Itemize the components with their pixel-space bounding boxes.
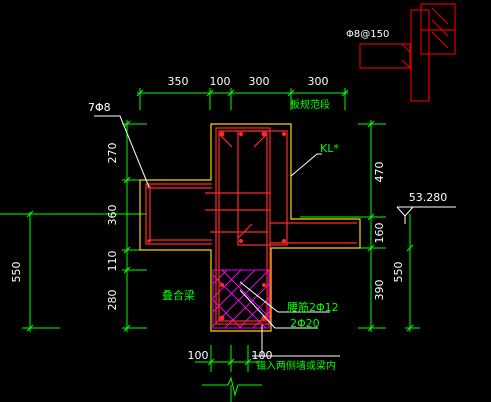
elevation-value: 53.280 (409, 191, 448, 204)
bottom-dim-100b: 100 (252, 349, 273, 362)
detail-stirrup-label: Φ8@150 (346, 29, 389, 40)
left-dim-110: 110 (106, 251, 119, 272)
right-dim-470: 470 (373, 162, 386, 183)
leader-lines (94, 115, 340, 357)
annotation-texts: 7Φ8 KL* 板规范段 叠合梁 腰筋2Φ12 2Φ20 锚入两侧墙或梁内 (88, 98, 339, 372)
left-total-550: 550 (10, 262, 23, 283)
beam-name: KL* (320, 142, 339, 155)
top-dim-350: 350 (168, 75, 189, 88)
elevation-mark (396, 206, 456, 224)
slab-note: 板规范段 (290, 98, 330, 111)
stacked-beam-label: 叠合梁 (162, 288, 195, 302)
right-dim-160: 160 (373, 223, 386, 244)
anchor-note: 锚入两侧墙或梁内 (256, 359, 336, 372)
concrete-outline (139, 123, 361, 332)
stirrup-callout: 7Φ8 (88, 101, 111, 114)
dimension-lines (0, 88, 420, 402)
rebar-dots (147, 131, 286, 321)
left-dim-280: 280 (106, 290, 119, 311)
top-dim-300a: 300 (249, 75, 270, 88)
right-total-550: 550 (392, 262, 405, 283)
left-dim-360: 360 (106, 205, 119, 226)
dimension-texts: 350 100 300 300 270 360 110 280 550 470 … (10, 75, 447, 362)
waist-bars-label: 腰筋2Φ12 (287, 300, 339, 314)
top-dim-300b: 300 (308, 75, 329, 88)
left-dim-270: 270 (106, 143, 119, 164)
right-dim-390: 390 (373, 280, 386, 301)
stirrup-detail (359, 3, 456, 102)
bottom-dim-100a: 100 (188, 349, 209, 362)
bottom-bars-label: 2Φ20 (290, 317, 320, 330)
top-dim-100: 100 (210, 75, 231, 88)
